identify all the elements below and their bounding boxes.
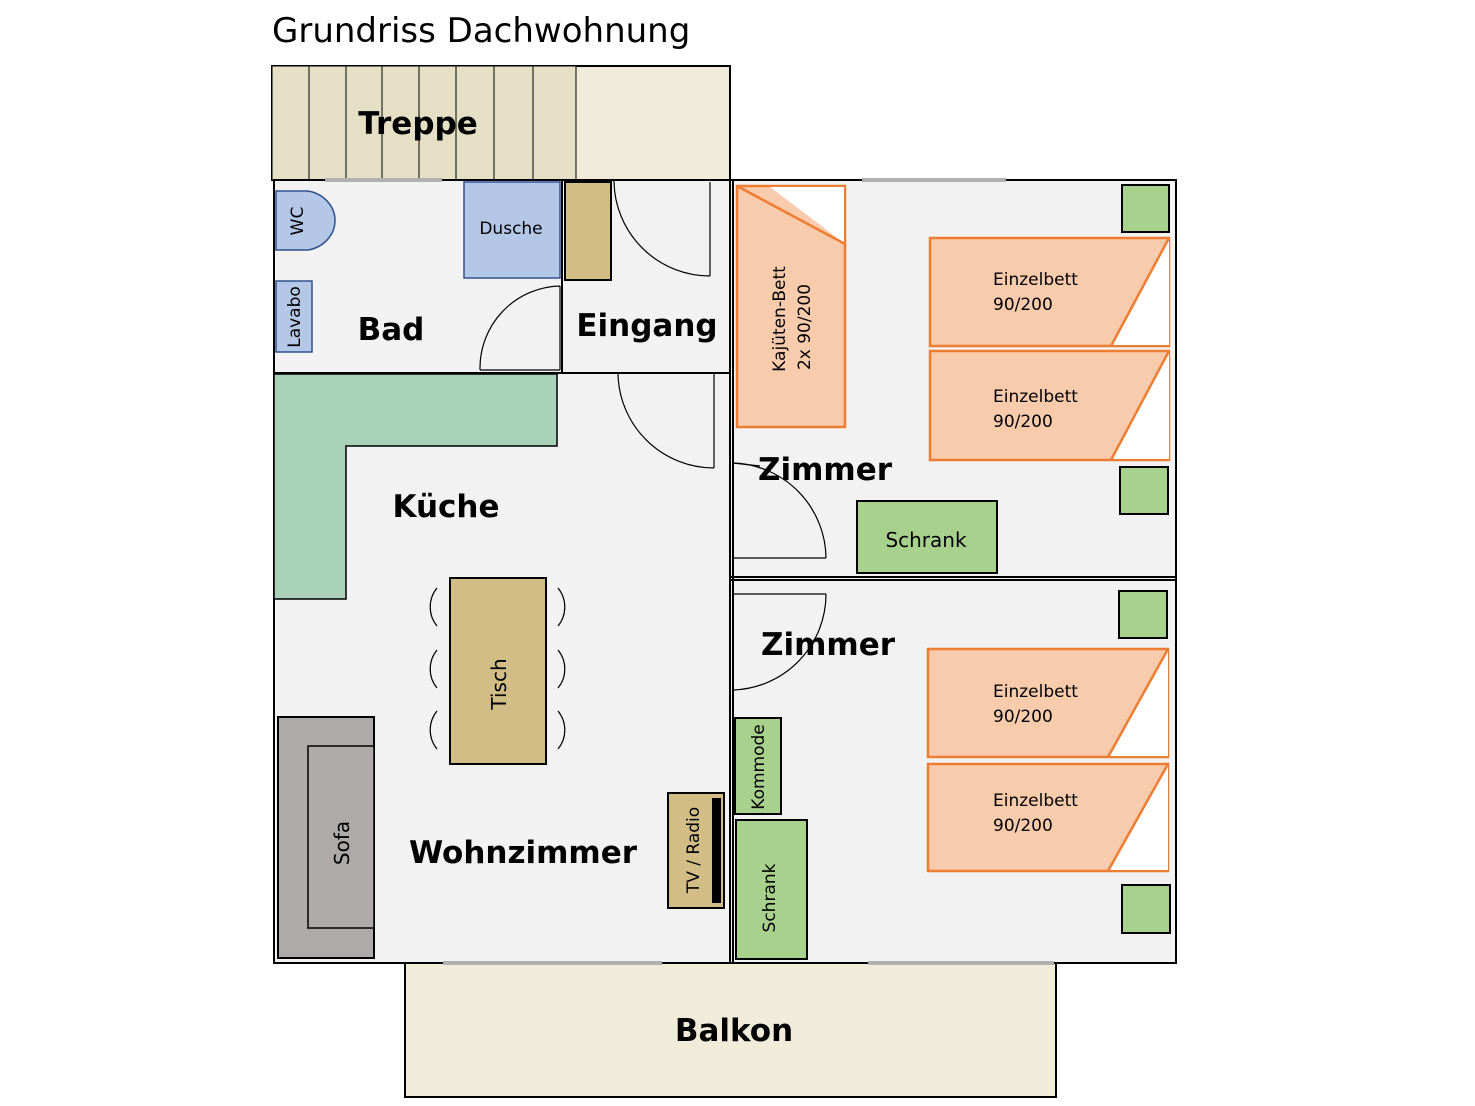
sofa: Sofa — [277, 716, 375, 959]
room-label-treppe: Treppe — [358, 106, 477, 142]
doors — [479, 180, 827, 691]
sofa-label: Sofa — [330, 821, 354, 865]
single-bed-3: Einzelbett 90/200 — [926, 647, 1170, 759]
schrank1-label: Schrank — [885, 528, 967, 552]
room-label-zimmer-1: Zimmer — [758, 452, 893, 488]
dresser: Kommode — [734, 717, 782, 815]
windows — [325, 178, 1054, 965]
kitchen-counter — [273, 373, 558, 600]
dusche-label: Dusche — [479, 219, 542, 239]
kajueten-label-1: Kajüten-Bett — [770, 266, 790, 372]
single-bed-2: Einzelbett 90/200 — [928, 349, 1171, 462]
room-label-zimmer-2: Zimmer — [761, 627, 896, 663]
single-bed-4: Einzelbett 90/200 — [926, 762, 1170, 873]
single-bed-1: Einzelbett 90/200 — [928, 236, 1171, 348]
wardrobe-room1: Schrank — [856, 500, 998, 574]
plan-title: Grundriss Dachwohnung — [272, 11, 690, 51]
balcony: Balkon — [404, 962, 1057, 1098]
bed4-label-2: 90/200 — [993, 816, 1053, 836]
wc-label: WC — [288, 207, 308, 236]
stairs: Treppe — [271, 65, 731, 181]
bed1-label-2: 90/200 — [993, 295, 1053, 315]
kommode-label: Kommode — [749, 724, 769, 809]
bed2-label-1: Einzelbett — [993, 387, 1078, 407]
bunk-bed: Kajüten-Bett 2x 90/200 — [735, 184, 847, 429]
bed3-label-1: Einzelbett — [993, 682, 1078, 702]
kajueten-label-2: 2x 90/200 — [795, 284, 815, 370]
bed4-label-1: Einzelbett — [993, 791, 1078, 811]
room-label-kueche: Küche — [392, 489, 499, 525]
wardrobe-room2: Schrank — [735, 819, 808, 960]
tv-radio: TV / Radio — [667, 792, 725, 909]
room-label-eingang: Eingang — [576, 308, 717, 344]
room-label-wohnzimmer: Wohnzimmer — [409, 835, 638, 871]
tv-label: TV / Radio — [684, 807, 704, 894]
wardrobe-entrance — [564, 181, 612, 281]
wc: WC — [275, 190, 336, 251]
shower: Dusche — [463, 181, 561, 279]
tisch-label: Tisch — [487, 658, 511, 710]
interior-walls — [274, 180, 1176, 963]
nightstand-4 — [1121, 884, 1171, 934]
lavabo-label: Lavabo — [285, 286, 305, 348]
nightstand-2 — [1119, 466, 1169, 515]
bed3-label-2: 90/200 — [993, 707, 1053, 727]
schrank2-label: Schrank — [760, 863, 780, 932]
room-label-balkon: Balkon — [675, 1013, 793, 1049]
nightstand-3 — [1118, 590, 1168, 639]
chairs — [429, 587, 566, 750]
washbasin: Lavabo — [275, 280, 313, 353]
nightstand-1 — [1121, 184, 1170, 233]
bed1-label-1: Einzelbett — [993, 270, 1078, 290]
bed2-label-2: 90/200 — [993, 412, 1053, 432]
dining-table: Tisch — [449, 577, 547, 765]
room-label-bad: Bad — [358, 312, 425, 348]
